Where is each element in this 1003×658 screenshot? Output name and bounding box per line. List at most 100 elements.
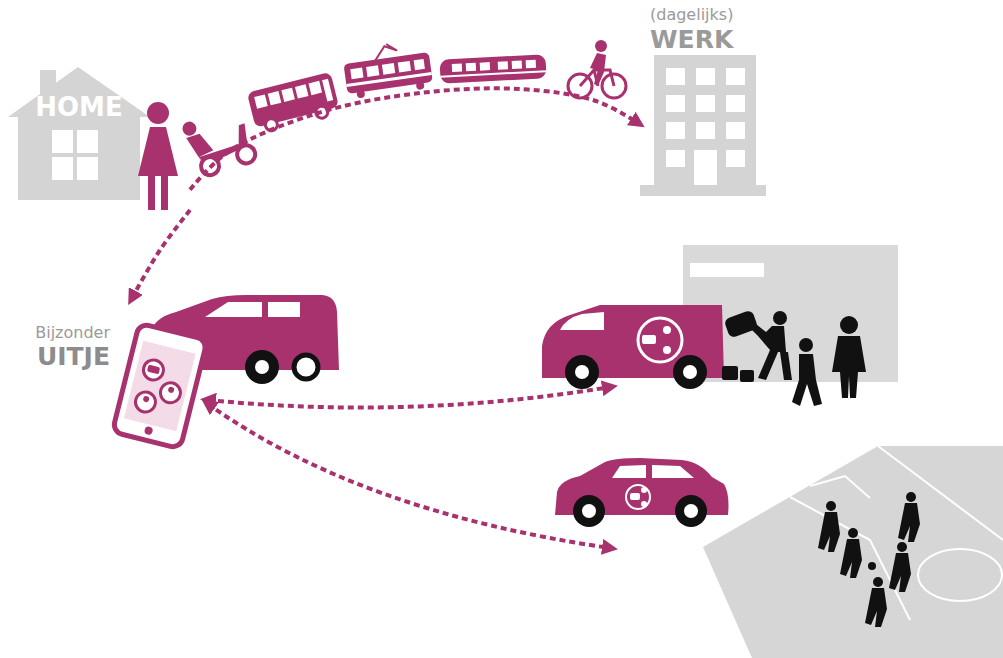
scooter-icon — [235, 143, 258, 166]
football-players — [889, 553, 911, 592]
bus-icon — [268, 91, 282, 105]
house-icon — [52, 130, 73, 153]
outing-van — [294, 355, 318, 379]
office-building — [666, 95, 685, 112]
car-icon — [641, 487, 647, 493]
scooter-icon — [199, 155, 222, 178]
office-building — [726, 150, 745, 167]
football-players — [818, 512, 840, 552]
train-icon — [480, 62, 490, 71]
people-silhouettes — [722, 366, 738, 380]
outing-van — [255, 360, 269, 374]
office-building — [696, 122, 715, 139]
moving-van — [663, 346, 671, 354]
football-players — [898, 503, 920, 542]
outing-van — [268, 302, 300, 317]
dotted-double-arrow — [208, 387, 610, 408]
bus-icon — [247, 72, 341, 135]
phone-icon — [158, 381, 182, 405]
bus-icon — [247, 72, 339, 128]
people-silhouettes — [799, 338, 813, 352]
moving-van — [673, 355, 707, 389]
football-field — [703, 446, 1003, 658]
phone-icon — [147, 365, 160, 375]
tram-icon — [414, 59, 425, 70]
train-icon — [498, 61, 508, 70]
moving-van — [542, 305, 724, 389]
football-players — [848, 528, 858, 538]
bus-icon — [309, 81, 323, 95]
scooter-icon — [181, 120, 199, 138]
football-field — [878, 446, 1003, 540]
bus-icon — [264, 117, 279, 132]
tram-icon — [356, 89, 365, 98]
bus-icon — [322, 79, 333, 102]
car-icon — [626, 485, 650, 509]
office-building — [726, 122, 745, 139]
phone-icon — [112, 323, 207, 449]
tram-icon — [350, 68, 363, 80]
warehouse — [690, 263, 764, 277]
outing-heading: UITJE — [20, 343, 110, 371]
tram-icon — [366, 65, 379, 77]
bus-icon — [281, 88, 295, 102]
scooter-icon — [181, 105, 258, 179]
moving-van — [663, 326, 671, 334]
house-icon — [8, 67, 150, 200]
football-field — [790, 497, 910, 620]
car-icon — [675, 495, 707, 527]
office-building — [640, 185, 766, 196]
football-players — [818, 492, 920, 627]
house-icon — [77, 157, 98, 180]
woman-icon — [138, 102, 178, 210]
tram-icon — [416, 81, 425, 90]
dotted-arrow — [132, 210, 190, 298]
phone-icon — [112, 323, 207, 449]
bus-icon — [254, 94, 268, 108]
car-icon — [573, 495, 605, 527]
car-icon — [641, 501, 647, 507]
football-players — [868, 562, 876, 570]
people-silhouettes — [773, 311, 787, 325]
home-label: HOME — [18, 93, 140, 122]
office-building — [640, 55, 766, 196]
bicycle-icon — [568, 40, 626, 98]
car-icon — [630, 493, 640, 500]
phone-icon — [144, 426, 154, 436]
people-silhouettes — [832, 336, 866, 398]
people-silhouettes — [840, 316, 858, 334]
woman-icon — [148, 174, 155, 210]
football-field — [810, 476, 870, 498]
outing-node: BijzonderUITJE — [20, 298, 340, 446]
moving-van — [575, 365, 589, 379]
office-building — [696, 68, 715, 85]
tram-icon — [343, 52, 432, 94]
train-icon — [440, 70, 546, 78]
phone-icon — [124, 341, 196, 432]
office-building — [666, 68, 685, 85]
outing-subheading: Bijzonder — [20, 324, 110, 342]
people-silhouettes — [740, 370, 754, 382]
car-icon — [684, 504, 698, 518]
office-building — [654, 55, 756, 187]
moving-van — [683, 365, 697, 379]
tram-icon — [382, 63, 395, 75]
train-icon — [452, 64, 462, 73]
office-building — [726, 68, 745, 85]
football-players — [906, 492, 916, 502]
car-icon — [555, 458, 729, 527]
moving-van — [638, 318, 682, 362]
car-icon — [652, 465, 694, 478]
train-icon — [512, 60, 522, 69]
woman-icon — [161, 174, 168, 210]
office-building — [694, 150, 717, 185]
car-icon — [582, 504, 596, 518]
football-field — [918, 549, 1002, 601]
moving-van — [560, 312, 604, 330]
people-silhouettes — [792, 354, 822, 406]
phone-icon — [143, 395, 150, 402]
football-players — [826, 501, 836, 511]
train-icon — [439, 54, 546, 84]
